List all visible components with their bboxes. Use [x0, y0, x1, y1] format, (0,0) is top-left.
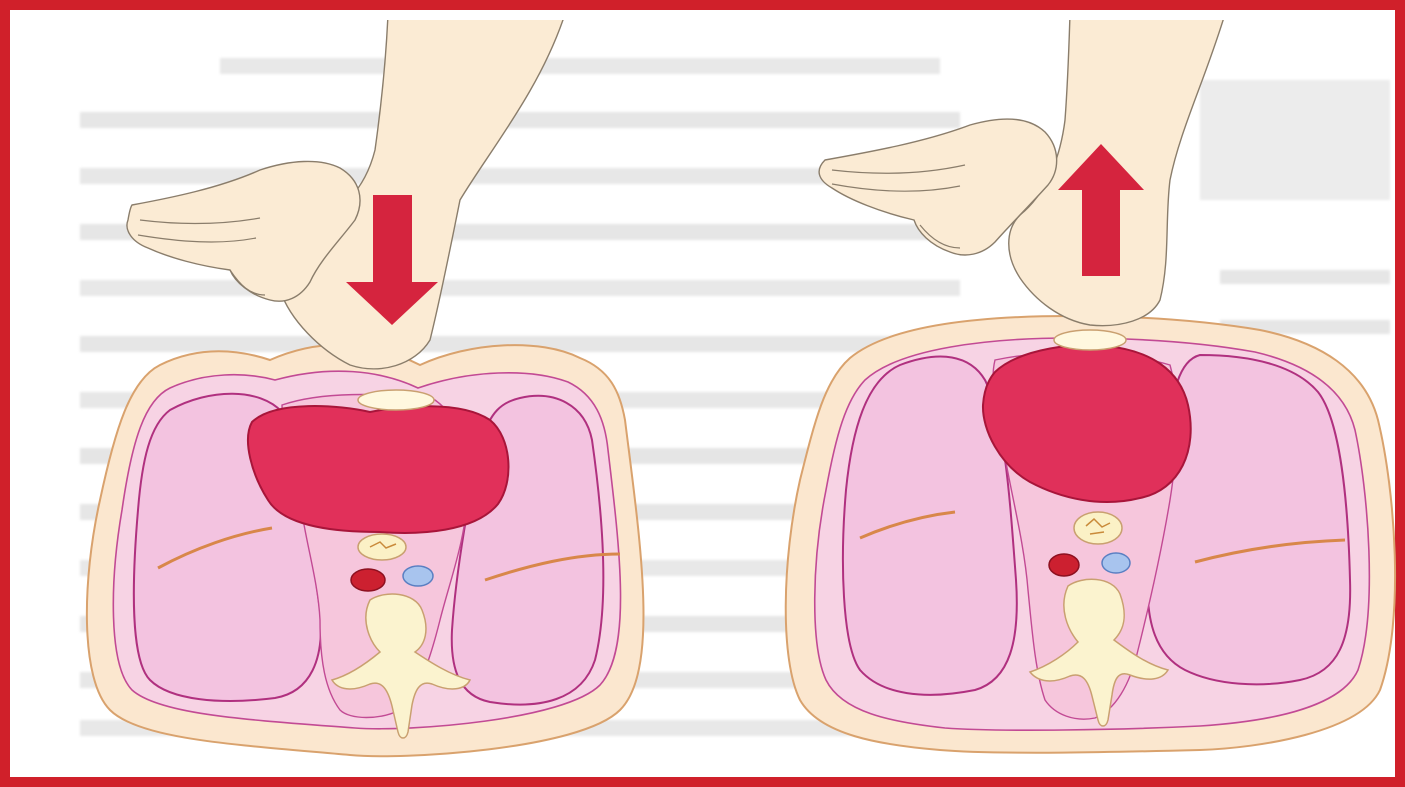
sternum-right [1054, 330, 1126, 350]
sternum-left [358, 390, 434, 410]
esophagus-right [1074, 512, 1122, 544]
vena-cava-left [403, 566, 433, 586]
vena-cava-right [1102, 553, 1130, 573]
aorta-left [351, 569, 385, 591]
esophagus-left [358, 534, 406, 560]
aorta-right [1049, 554, 1079, 576]
panel-compression [87, 20, 644, 756]
cpr-diagram [20, 20, 1405, 787]
heart-compressed [248, 406, 509, 533]
